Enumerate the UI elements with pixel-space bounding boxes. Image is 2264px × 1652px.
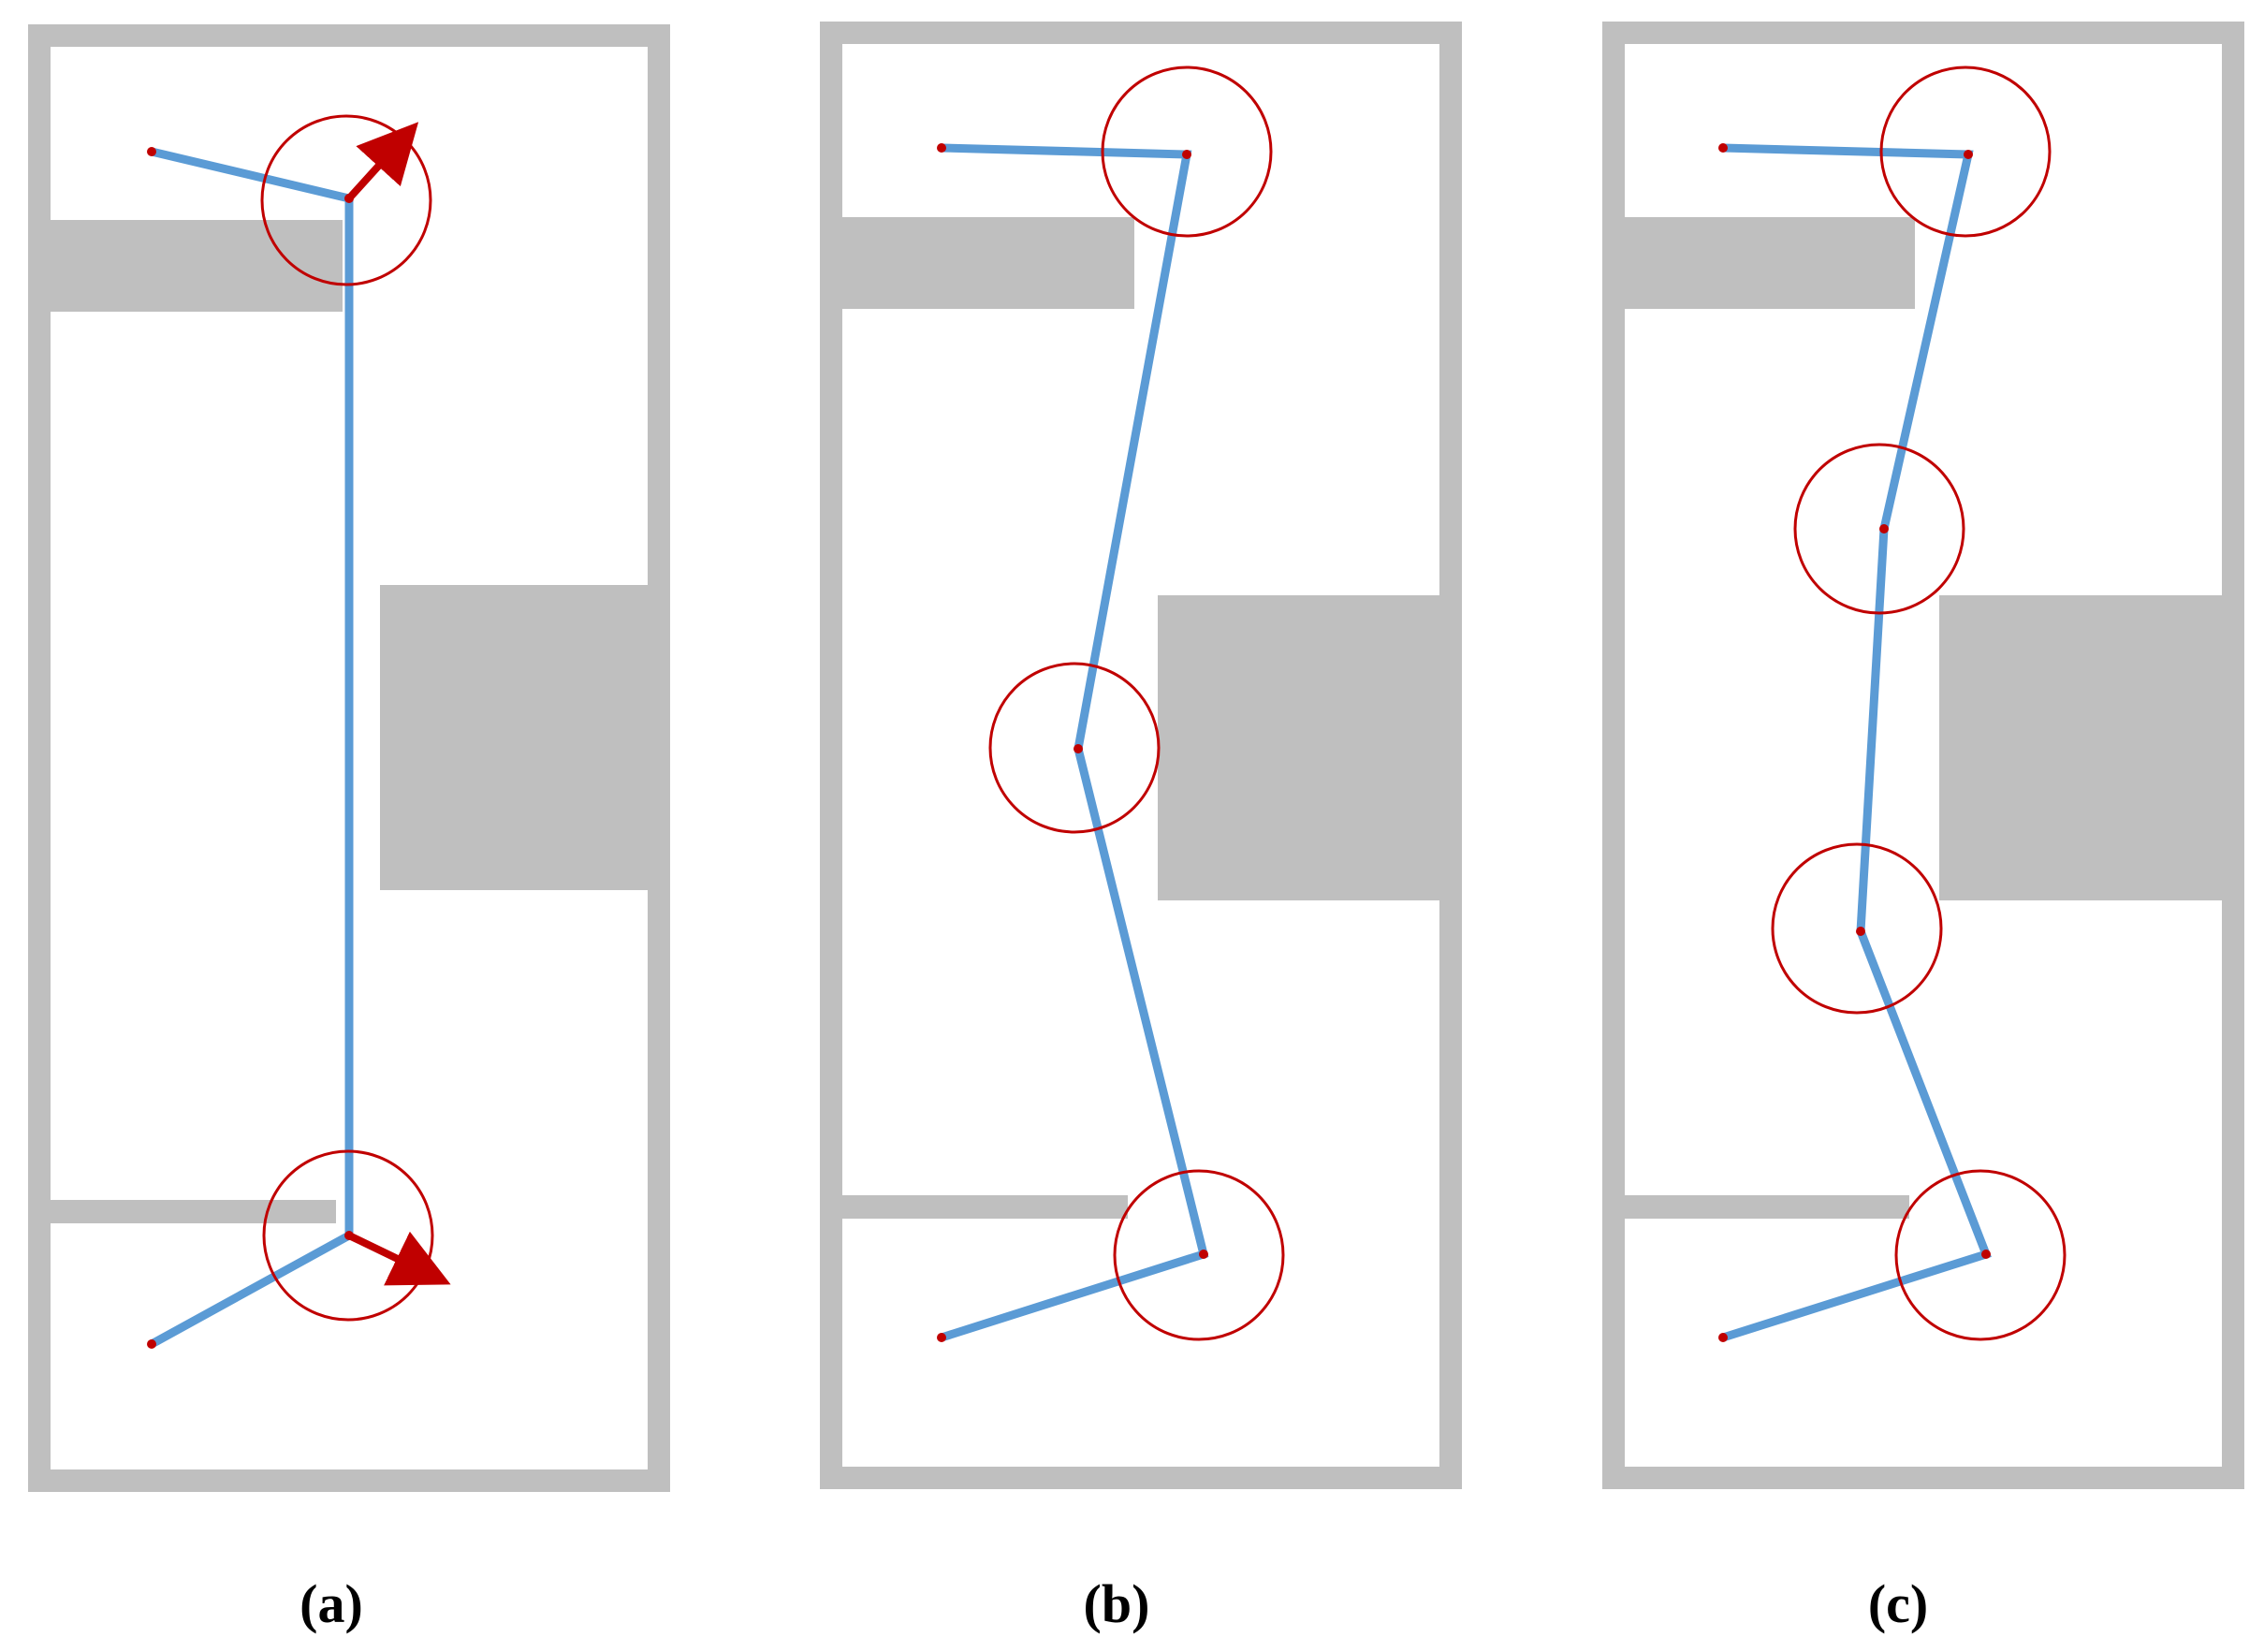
path-node <box>1182 150 1191 159</box>
obstacle-right <box>380 585 657 890</box>
planned-path <box>1721 143 1992 1342</box>
node-circle <box>260 114 432 286</box>
outer-wall <box>820 22 1462 1489</box>
outer-wall <box>28 24 670 1492</box>
path-node <box>1718 1333 1728 1342</box>
node-circle <box>988 662 1161 834</box>
node-circle <box>1793 443 1965 615</box>
obstacle-top-left <box>51 220 343 312</box>
obstacle-top-left <box>1625 217 1915 309</box>
planned-path <box>149 147 354 1348</box>
node-circle <box>1879 66 2052 238</box>
obstacle-bottom-left <box>51 1200 336 1223</box>
panel-label-c: (c) <box>1868 1573 1928 1634</box>
obstacle-right <box>1158 595 1449 900</box>
node-circle <box>262 1149 434 1322</box>
path-node <box>1199 1250 1208 1259</box>
path-node <box>1981 1250 1991 1259</box>
outer-wall <box>1602 22 2244 1489</box>
obstacle-top-left <box>842 217 1134 309</box>
node-circle <box>1771 842 1943 1015</box>
node-circle <box>1113 1169 1285 1341</box>
path-node <box>937 1333 946 1342</box>
panel-a: (a) <box>28 24 670 1634</box>
panel-label-b: (b) <box>1084 1573 1150 1634</box>
path-node <box>147 147 156 156</box>
obstacle-bottom-left <box>1625 1195 1909 1219</box>
path-node <box>1879 524 1889 534</box>
path-node <box>344 1231 354 1240</box>
node-circle <box>1894 1169 2067 1341</box>
path-node <box>1964 150 1973 159</box>
direction-arrow-bottom <box>347 1231 451 1286</box>
path-node <box>147 1339 156 1349</box>
panel-b: (b) <box>820 22 1462 1634</box>
path-node <box>344 194 354 203</box>
obstacle-bottom-left <box>842 1195 1128 1219</box>
panel-c: (c) <box>1602 22 2244 1634</box>
path-node <box>1856 927 1865 936</box>
panel-label-a: (a) <box>299 1573 363 1634</box>
path-node <box>1718 143 1728 153</box>
path-node <box>937 143 946 153</box>
obstacle-right <box>1939 595 2231 900</box>
direction-arrow-top <box>346 122 419 201</box>
path-node <box>1074 744 1083 753</box>
node-circle <box>1101 66 1273 238</box>
